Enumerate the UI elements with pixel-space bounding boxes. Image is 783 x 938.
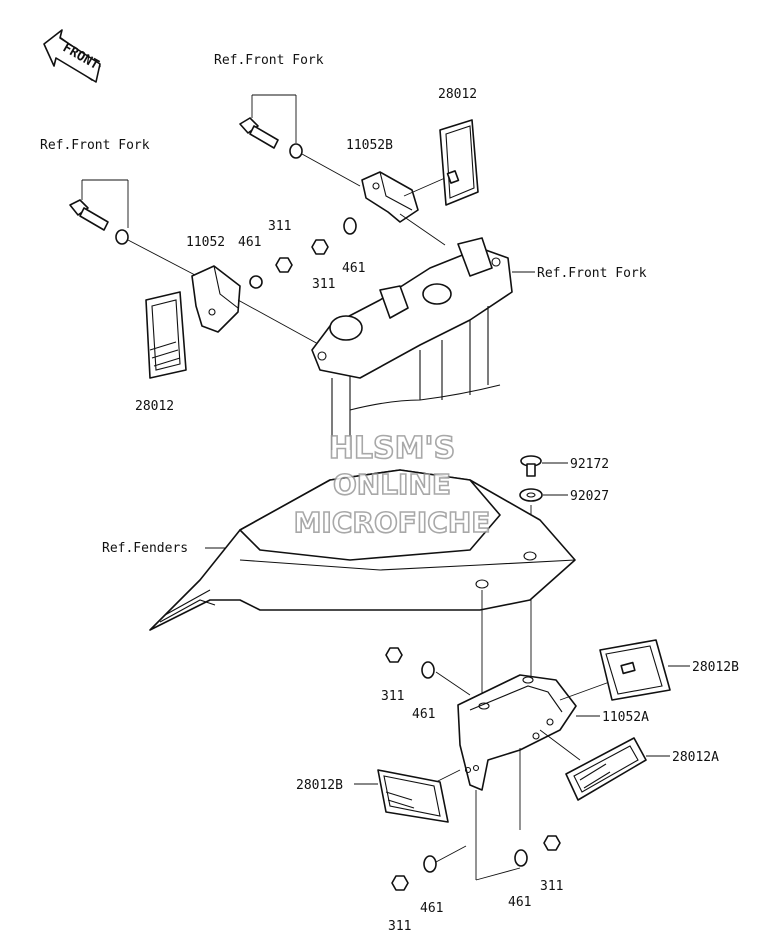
label-11052: 11052: [186, 235, 225, 250]
nut-311-b-icon: [311, 239, 329, 255]
reflector-28012b-right-icon: [599, 639, 690, 701]
watermark-line-3: MICROFICHE: [294, 506, 491, 539]
nut-311-c-icon: [385, 647, 403, 663]
label-311-c: 311: [381, 689, 404, 704]
watermark-line-2: ONLINE: [333, 468, 451, 501]
bolt-right-icon: [239, 117, 361, 187]
label-ref-front-fork-1: Ref.Front Fork: [214, 53, 324, 68]
label-311-d: 311: [388, 919, 411, 934]
label-11052a: 11052A: [602, 710, 649, 725]
label-ref-front-fork-3: Ref.Front Fork: [537, 266, 647, 281]
label-461-b: 461: [342, 261, 365, 276]
watermark-line-1: HLSM'S: [329, 431, 455, 466]
bracket-11052-icon: [191, 265, 321, 346]
ref-leader-lines-icon: [81, 94, 297, 549]
label-92027: 92027: [570, 489, 609, 504]
label-461-e: 461: [508, 895, 531, 910]
reflector-28012-left-icon: [145, 291, 187, 379]
nut-311-a-icon: [275, 257, 293, 273]
washer-461-b-icon: [343, 217, 357, 235]
label-92172: 92172: [570, 457, 609, 472]
label-ref-fenders: Ref.Fenders: [102, 541, 188, 556]
washer-461-a-icon: [249, 275, 263, 289]
reflector-pattern-b-icon: [385, 791, 415, 809]
reflector-pattern-a-icon: [579, 763, 611, 789]
screw-92172-icon: [520, 455, 568, 477]
washer-461-e-icon: [514, 849, 528, 867]
nut-311-e-icon: [543, 835, 561, 851]
bolt-left-icon: [69, 199, 196, 276]
reflector-28012-top-icon: [439, 119, 479, 206]
label-461-d: 461: [420, 901, 443, 916]
washer-92027-icon: [519, 488, 568, 680]
front-arrow-icon: FRONT: [43, 29, 102, 83]
label-11052b: 11052B: [346, 138, 393, 153]
label-ref-front-fork-2: Ref.Front Fork: [40, 138, 150, 153]
nut-311-d-icon: [391, 875, 409, 891]
reflector-28012b-left-icon: [354, 769, 449, 823]
washer-461-d-icon: [423, 855, 437, 873]
bracket-11052b-icon: [361, 171, 446, 246]
label-311-e: 311: [540, 879, 563, 894]
label-461-a: 461: [238, 235, 261, 250]
label-28012b-left: 28012B: [296, 778, 343, 793]
label-28012-left: 28012: [135, 399, 174, 414]
reflector-28012a-icon: [565, 737, 670, 801]
washer-461-c-icon: [421, 661, 435, 679]
label-311-b: 311: [312, 277, 335, 292]
bracket-11052a-icon: [429, 674, 616, 881]
label-461-c: 461: [412, 707, 435, 722]
triple-clamp-icon: [311, 237, 535, 450]
label-28012b-right: 28012B: [692, 660, 739, 675]
watermark: HLSM'S ONLINE MICROFICHE: [293, 430, 491, 540]
label-28012-top: 28012: [438, 87, 477, 102]
label-28012a: 28012A: [672, 750, 719, 765]
label-311-a: 311: [268, 219, 291, 234]
reflector-pattern-icon: [149, 341, 181, 367]
rear-fender-icon: [149, 469, 576, 700]
